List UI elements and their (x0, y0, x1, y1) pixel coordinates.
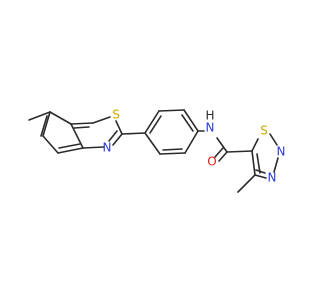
atom-labels: S N N H S N N O (103, 108, 286, 185)
bond (28, 111, 51, 121)
bond (82, 146, 105, 149)
bond (183, 109, 199, 132)
bond (92, 116, 111, 124)
atom-label-nh-h: H (205, 109, 214, 123)
bonds (28, 109, 279, 193)
bond (112, 133, 123, 146)
bond (144, 132, 161, 155)
atom-label-nh-n: N (206, 121, 215, 135)
bond (184, 130, 199, 154)
bond (251, 138, 259, 152)
atom-label-n1: N (103, 141, 112, 155)
bond (42, 111, 51, 137)
bond (49, 111, 72, 125)
bond (115, 120, 123, 135)
bond (58, 143, 81, 149)
bond (73, 126, 90, 129)
atom-label-s1: S (112, 108, 120, 122)
bond (216, 137, 228, 153)
bond (254, 174, 267, 179)
molecule-structure: S N N H S N N O (28, 108, 286, 193)
bond (251, 150, 256, 176)
bond (149, 115, 162, 134)
bond (144, 110, 160, 134)
bond (273, 157, 279, 173)
bond (159, 152, 186, 155)
bond (226, 150, 253, 153)
bond (218, 151, 228, 162)
bond (181, 114, 194, 132)
atom-label-n2: N (277, 145, 286, 159)
bond (269, 133, 278, 146)
atom-label-s2: S (260, 124, 268, 138)
atom-label-n3: N (268, 171, 277, 185)
bond (57, 147, 84, 154)
bond (256, 153, 261, 174)
bond (40, 115, 48, 137)
bond (70, 122, 94, 125)
bond (121, 132, 146, 135)
bond (237, 174, 256, 193)
bond (42, 135, 59, 154)
bond (70, 123, 84, 149)
bond (158, 109, 185, 112)
atom-label-o: O (207, 155, 216, 169)
bond (162, 148, 183, 151)
bond (214, 147, 224, 158)
bond (108, 130, 118, 142)
